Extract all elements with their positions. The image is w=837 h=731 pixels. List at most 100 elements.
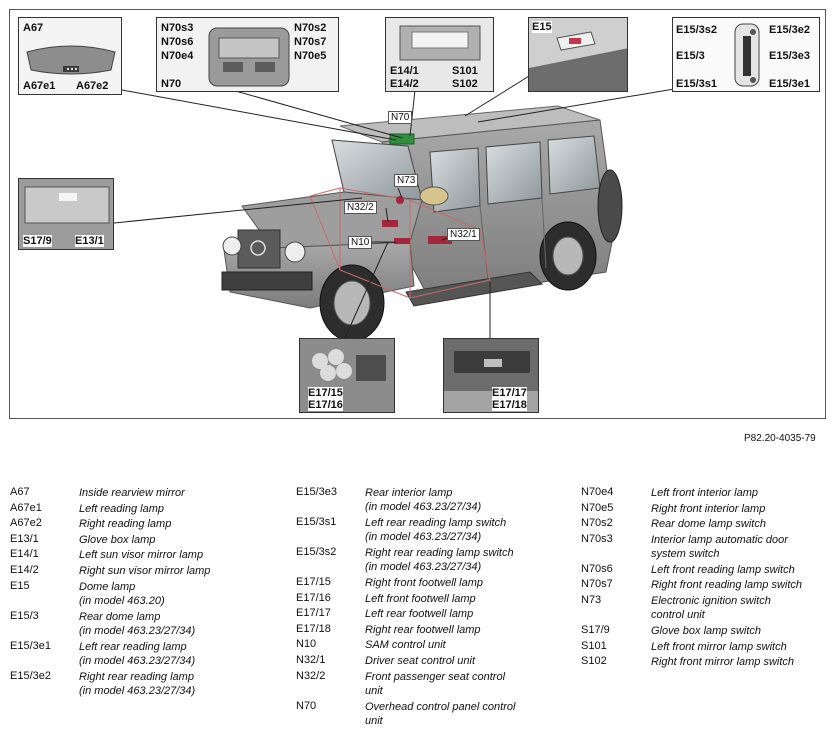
legend-description-line: Right front footwell lamp (365, 577, 483, 589)
legend-code: N70e4 (581, 486, 614, 498)
legend-code: N32/2 (296, 669, 326, 682)
legend-description: Right rear footwell lamp (365, 623, 481, 637)
legend-description-line: Right front reading lamp switch (651, 579, 803, 592)
legend-description-line: Left front interior lamp (651, 487, 758, 499)
legend-description-line: unit (365, 714, 383, 727)
legend-code: E15/3 (10, 609, 39, 622)
legend-description: Left front reading lamp switch (651, 563, 795, 577)
legend-description: Rear dome lamp switch (651, 517, 766, 531)
legend-description-line: Right rear reading lamp (79, 670, 194, 683)
rear-dome-lamp-image (673, 18, 819, 91)
callout-e14-1: E14/1 (390, 65, 419, 77)
callout-e13-1: E13/1 (75, 235, 104, 247)
legend-code: N70s3 (581, 532, 613, 545)
inset-rearview-mirror: A67 A67e1 A67e2 (18, 17, 122, 95)
legend-description-line: Left rear reading lamp switch (365, 517, 507, 529)
rearview-mirror-image (19, 18, 121, 94)
inset-sun-visor: E14/1 E14/2 S101 S102 (385, 17, 494, 92)
legend-description-line: system switch (651, 547, 720, 560)
legend-description: Left front mirror lamp switch (651, 640, 787, 654)
legend-code: N70 (296, 699, 317, 712)
callout-a67: A67 (23, 22, 44, 34)
legend-description: Glove box lamp switch (651, 624, 761, 638)
legend-description-line: (in model 463.23/27/34) (365, 501, 482, 513)
inset-dome-lamp: E15 (528, 17, 628, 92)
callout-n70e4: N70e4 (161, 50, 194, 62)
legend-code: N70s7 (581, 578, 613, 591)
legend-description-line: Right front interior lamp (651, 502, 766, 515)
legend-code: E15/3e3 (296, 486, 337, 498)
callout-a67e2: A67e2 (76, 80, 109, 92)
callout-e15-3: E15/3 (676, 50, 705, 62)
callout-e15: E15 (532, 21, 552, 33)
legend-description-line: Overhead control panel control (365, 700, 516, 713)
legend-description-line: Rear dome lamp (79, 610, 161, 623)
legend-description: Glove box lamp (79, 533, 155, 547)
legend-code: E14/1 (10, 548, 39, 561)
inset-overhead-panel: N70s3 N70s6 N70e4 N70 N70s2 N70s7 N70e5 (156, 17, 339, 92)
legend-description: Rear interior lamp (in model 463.23/27/34… (365, 486, 481, 514)
legend-description-line: (in model 463.23/27/34) (365, 561, 482, 573)
legend-code: A67 (10, 486, 30, 498)
legend-code: S101 (581, 639, 607, 652)
legend-description: Right reading lamp (79, 517, 171, 531)
dome-lamp-image (529, 18, 627, 91)
diagram-frame: A67 A67e1 A67e2 N70s3 N70s6 N70e4 N70 N7… (9, 9, 826, 419)
legend-description-line: Rear interior lamp (365, 487, 453, 499)
legend-code: N73 (581, 594, 602, 606)
tag-n32-2: N32/2 (344, 201, 377, 214)
callout-e17-18: E17/18 (492, 399, 527, 411)
callout-e15-3e3: E15/3e3 (769, 50, 810, 62)
legend-description-line: Electronic ignition switch (651, 595, 771, 607)
legend-code: E17/17 (296, 607, 331, 620)
legend-description-line: Right rear reading lamp switch (365, 547, 514, 559)
callout-n70s2: N70s2 (294, 22, 327, 34)
legend-description-line: Front passenger seat control (365, 670, 506, 683)
legend-description-line: Left rear reading lamp (79, 640, 187, 653)
legend-description-line: Right front mirror lamp switch (651, 656, 795, 669)
legend-description: Right front reading lamp switch (651, 578, 802, 592)
legend-description: Left rear footwell lamp (365, 607, 473, 621)
legend-description-line: Inside rearview mirror (79, 487, 185, 499)
legend-description-line: Left front mirror lamp switch (651, 640, 787, 653)
legend-description-line: Dome lamp (79, 580, 136, 593)
callout-n70s6: N70s6 (161, 36, 194, 48)
legend-description: Left rear reading lamp(in model 463.23/2… (79, 640, 195, 668)
legend-description: Left front interior lamp (651, 486, 758, 500)
legend-description-line: Left reading lamp (79, 502, 164, 515)
legend-description: Left sun visor mirror lamp (79, 548, 203, 562)
legend-code: E17/16 (296, 591, 331, 604)
vehicle-illustration (113, 57, 681, 342)
legend-description: Left front footwell lamp (365, 592, 476, 606)
legend-description-line: Right rear footwell lamp (365, 623, 481, 636)
legend-code: E17/18 (296, 622, 331, 635)
inset-rear-dome-lamp: E15/3s2 E15/3 E15/3s1 E15/3e2 E15/3e3 E1… (672, 17, 820, 92)
legend-code: N10 (296, 638, 317, 651)
legend-description-line: (in model 463.23/27/34) (79, 624, 196, 637)
legend-code: S102 (581, 655, 607, 668)
inset-rear-footwell: E17/17 E17/18 (443, 338, 539, 413)
legend-code: E15/3s1 (296, 516, 337, 528)
figure-reference: P82.20-4035-79 (744, 433, 816, 444)
legend-description-line: Left front footwell lamp (365, 592, 476, 605)
callout-s101: S101 (452, 65, 478, 77)
tag-n73: N73 (394, 174, 419, 187)
sun-visor-image (386, 18, 493, 91)
legend-description: Inside rearview mirror (79, 486, 185, 500)
legend-code: A67e2 (10, 517, 42, 530)
legend-description: SAM control unit (365, 638, 446, 652)
inset-front-footwell: E17/15 E17/16 (299, 338, 395, 413)
legend-description: Right front mirror lamp switch (651, 655, 794, 669)
legend-description: Right rear reading lamp(in model 463.23/… (79, 670, 195, 698)
front-footwell-image (300, 339, 394, 412)
legend-description-line: Glove box lamp switch (651, 625, 762, 637)
callout-e14-2: E14/2 (390, 78, 419, 90)
overhead-panel-image (157, 18, 338, 91)
legend-description-line: (in model 463.20) (79, 594, 165, 607)
callout-e15-3e1: E15/3e1 (769, 78, 810, 90)
legend-description-line: SAM control unit (365, 639, 446, 652)
tag-n70: N70 (388, 111, 413, 124)
legend-code: E14/2 (10, 564, 39, 576)
